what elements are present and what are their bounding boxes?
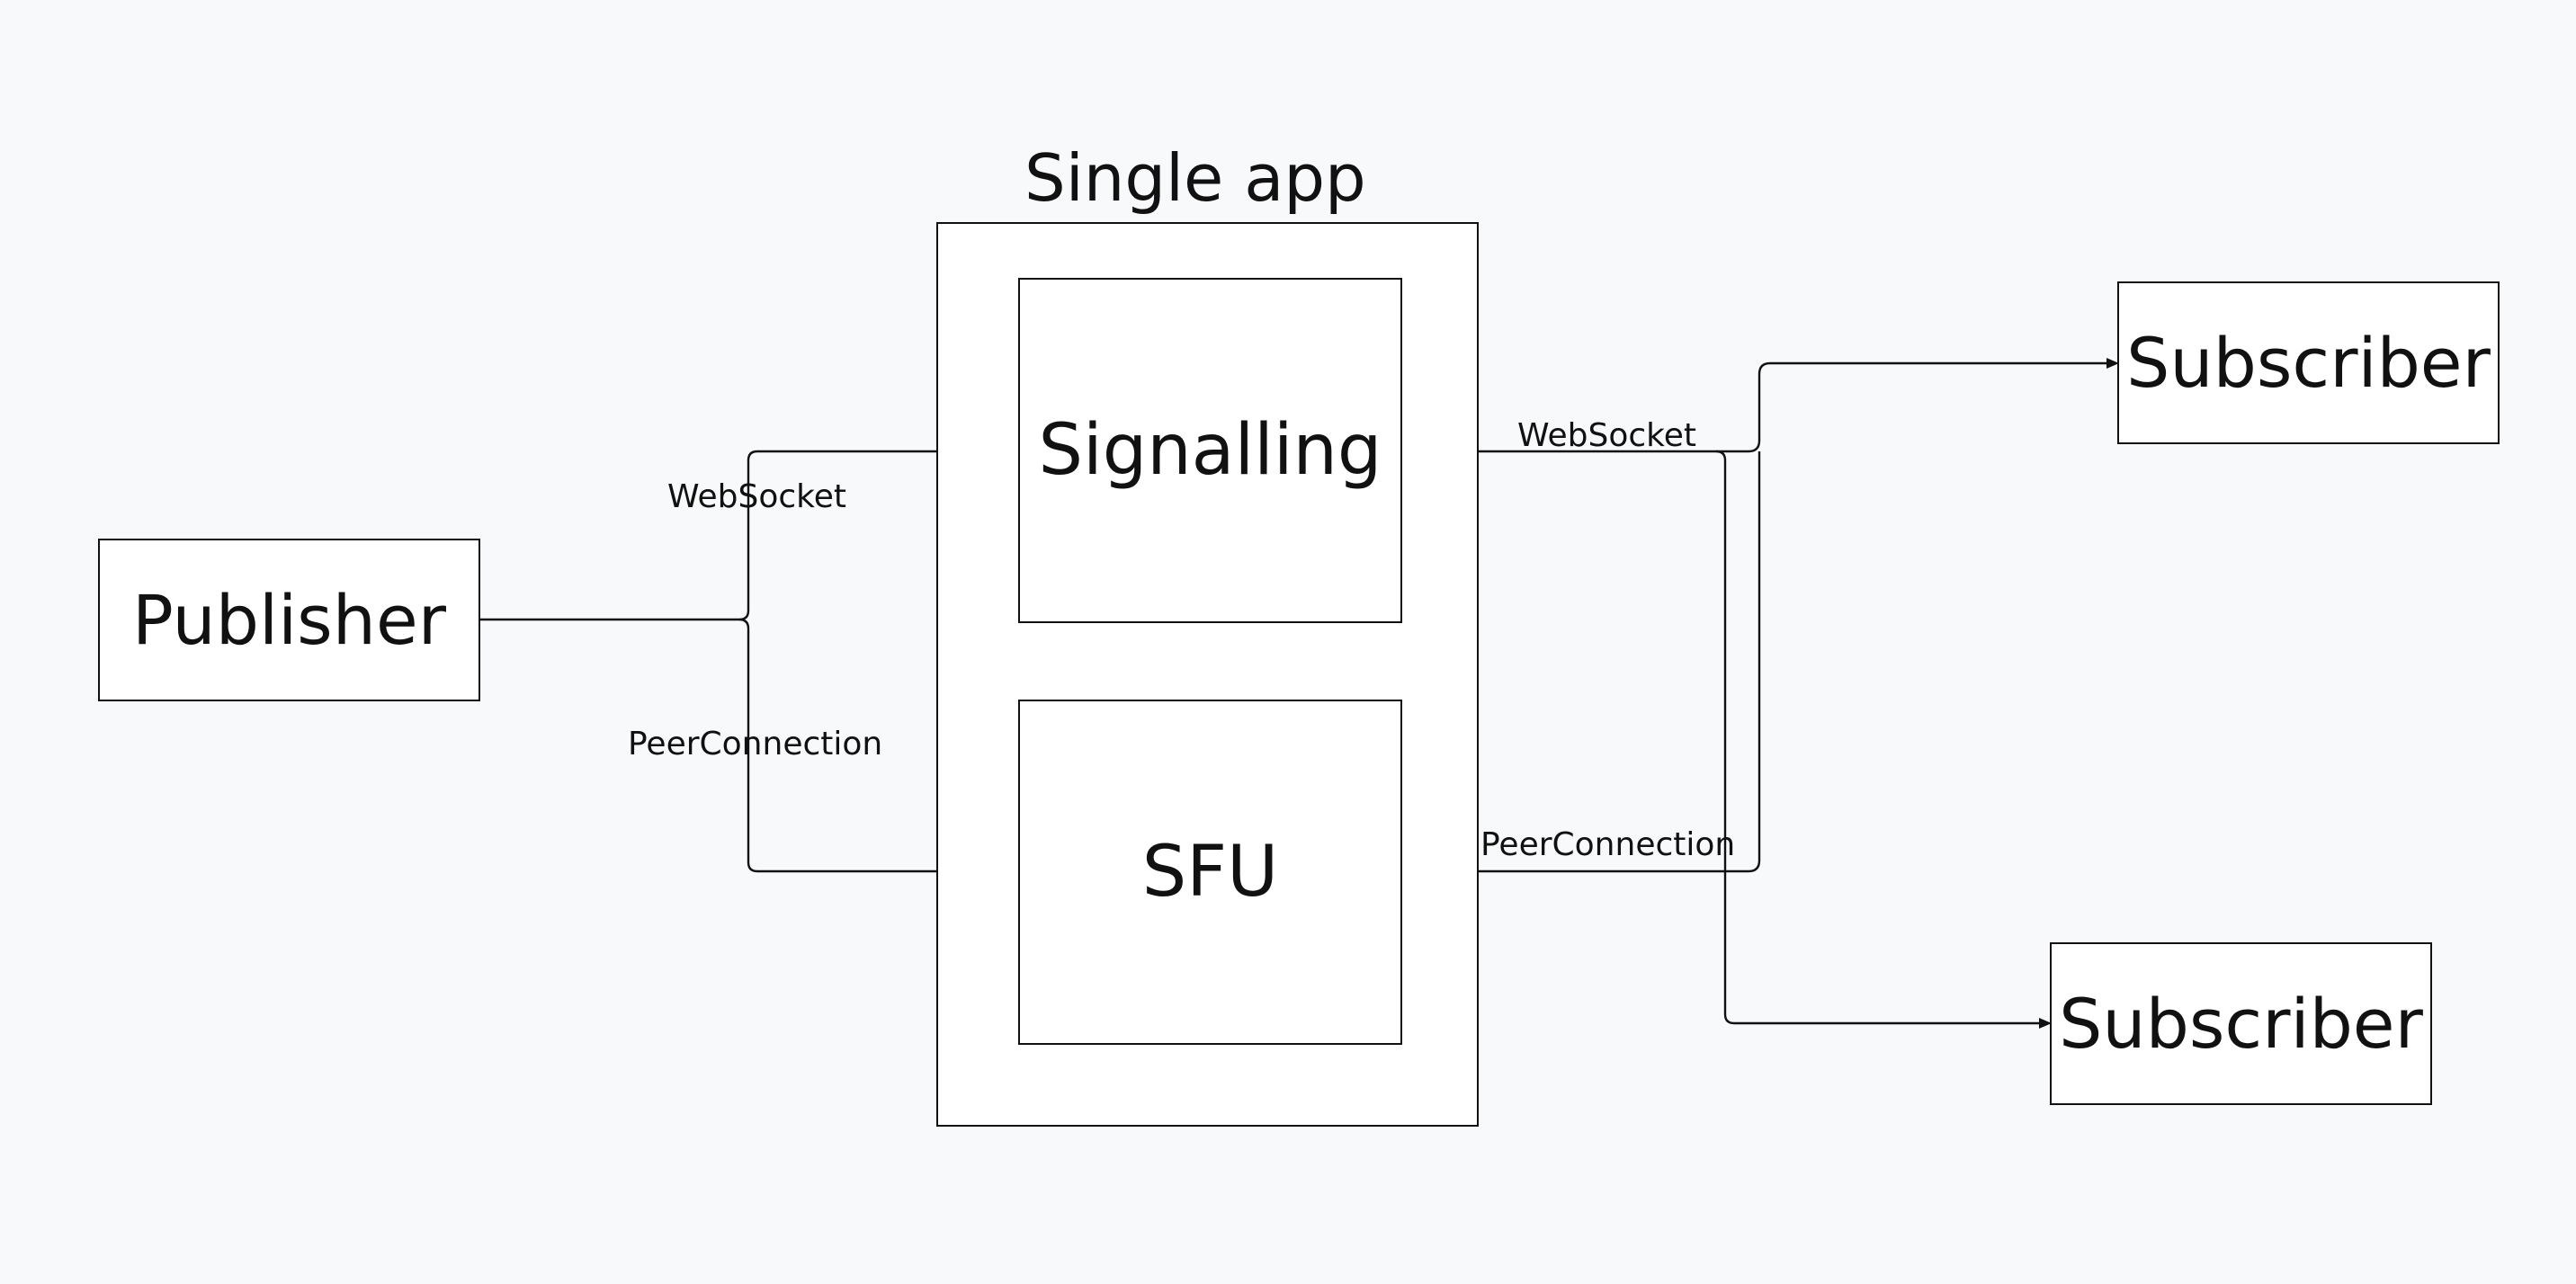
- edge-publisher-sfu: [738, 618, 1011, 873]
- diagram-title: Single app: [1024, 140, 1366, 216]
- arrowhead-subscriber-bottom: [2039, 1018, 2052, 1029]
- subscribers-websocket-label: WebSocket: [1517, 417, 1696, 454]
- edge-to-subscriber-bottom: [1715, 450, 2043, 1025]
- edge-sfu-subscribers: [1401, 451, 1761, 873]
- subscribers-peerconnection-label: PeerConnection: [1480, 826, 1736, 863]
- signalling-label: Signalling: [1038, 410, 1382, 491]
- edge-to-subscriber-top: [1748, 361, 2110, 453]
- edge-publisher-signalling: [479, 450, 1011, 621]
- publisher-node: [98, 539, 480, 701]
- subscriber-bottom-label: Subscriber: [2059, 983, 2423, 1064]
- subscriber-bottom-node: [2050, 942, 2432, 1105]
- publisher-label: Publisher: [132, 579, 446, 660]
- publisher-websocket-label: WebSocket: [667, 478, 846, 515]
- signalling-node: [1018, 278, 1402, 623]
- arrowhead-subscriber-top: [2106, 358, 2119, 369]
- sfu-node: [1018, 700, 1402, 1045]
- publisher-peerconnection-label: PeerConnection: [628, 726, 883, 762]
- sfu-label: SFU: [1141, 832, 1279, 913]
- subscriber-top-label: Subscriber: [2126, 322, 2491, 403]
- subscriber-top-node: [2117, 281, 2500, 444]
